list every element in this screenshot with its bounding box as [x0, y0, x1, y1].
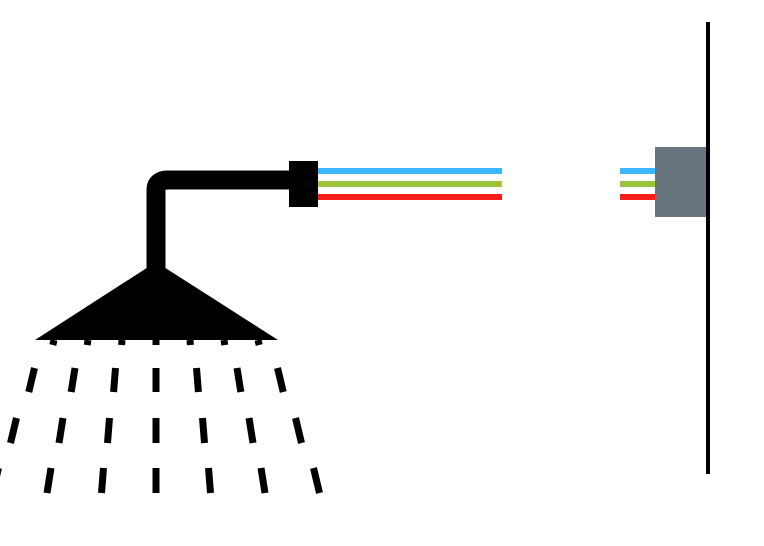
water-drop — [67, 367, 79, 393]
wire-green-end — [620, 181, 656, 187]
water-drop — [257, 467, 269, 494]
wires-left — [318, 168, 502, 200]
water-drop — [55, 417, 67, 444]
pipe-connector — [289, 161, 318, 207]
water-drop — [43, 467, 55, 494]
water-drop — [7, 417, 20, 444]
shower-head-icon — [35, 161, 318, 340]
water-drop — [83, 339, 92, 346]
wire-blue — [318, 168, 502, 174]
water-drop — [199, 417, 208, 444]
water-drops-icon — [0, 339, 323, 494]
water-drop — [104, 417, 113, 444]
water-drop — [205, 467, 214, 494]
water-drop — [98, 467, 107, 494]
wire-red-end — [620, 194, 656, 200]
water-drop — [25, 367, 38, 393]
wire-red — [318, 194, 502, 200]
water-drop — [233, 367, 245, 393]
water-drop — [220, 339, 229, 346]
water-drop — [310, 467, 323, 494]
water-drop — [254, 339, 263, 346]
water-drop — [49, 339, 58, 346]
water-drop — [110, 367, 119, 393]
water-drop — [193, 367, 202, 393]
wire-green — [318, 181, 502, 187]
wire-blue-end — [620, 168, 656, 174]
wall-outlet-icon — [655, 147, 706, 217]
water-drop — [274, 367, 287, 393]
shower-pipe — [146, 170, 292, 270]
shower-head — [35, 262, 278, 340]
water-drop — [292, 417, 305, 444]
water-drop — [245, 417, 257, 444]
wires-right — [620, 168, 656, 200]
wall — [706, 22, 710, 474]
